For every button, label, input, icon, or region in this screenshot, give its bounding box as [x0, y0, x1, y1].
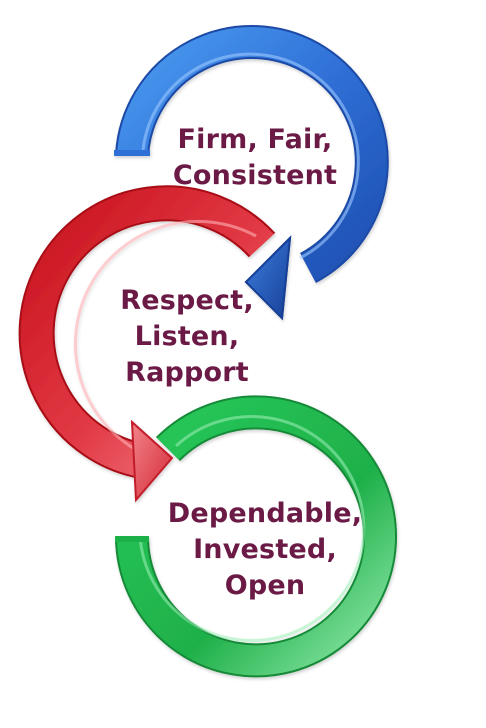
stage-3-line-2: Invested, [193, 534, 337, 565]
red-arrow [18, 185, 276, 503]
stage-label-respect-listen-rapport: Respect, Listen, Rapport [82, 283, 292, 391]
stage-3-line-1: Dependable, [167, 498, 363, 529]
stage-2-line-3: Rapport [125, 357, 249, 388]
stage-1-line-2: Consistent [172, 160, 338, 191]
green-arrow [114, 395, 397, 678]
stage-label-firm-fair-consistent: Firm, Fair, Consistent [150, 122, 360, 194]
blue-arrowhead [244, 235, 292, 321]
stage-label-dependable-invested-open: Dependable, Invested, Open [155, 496, 375, 604]
stage-3-line-3: Open [224, 570, 306, 601]
stage-2-line-2: Listen, [134, 321, 240, 352]
stage-1-line-1: Firm, Fair, [177, 124, 333, 155]
stage-2-line-1: Respect, [120, 285, 254, 316]
